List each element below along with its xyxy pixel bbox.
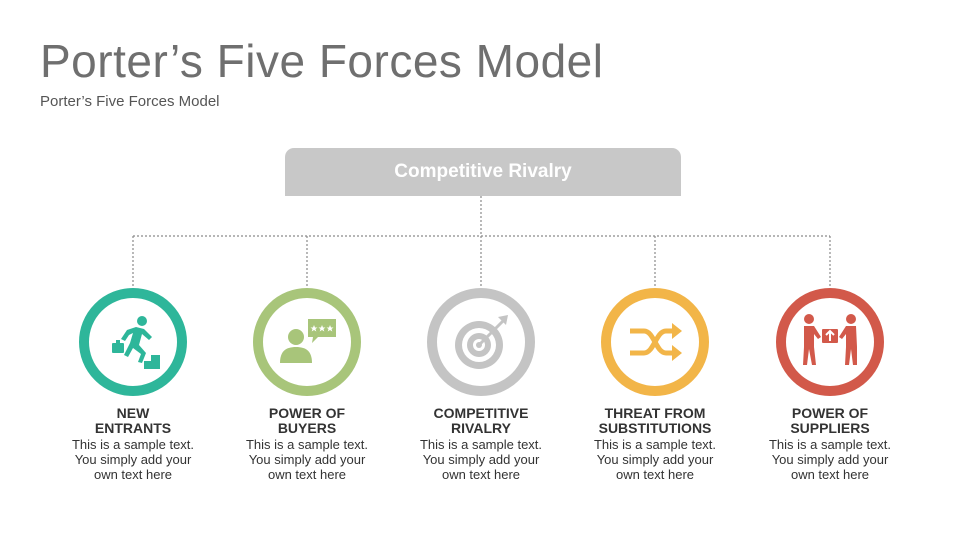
force-desc-line2: You simply add your (771, 452, 889, 467)
force-competitive-rivalry: COMPETITIVE RIVALRY This is a sample tex… (406, 288, 556, 482)
force-label: NEW ENTRANTS (58, 406, 208, 436)
force-desc-line3: own text here (615, 467, 695, 482)
force-power-of-buyers: POWER OF BUYERS This is a sample text. Y… (232, 288, 382, 482)
force-desc-line2: You simply add your (422, 452, 540, 467)
force-label: COMPETITIVE RIVALRY (406, 406, 556, 436)
buyer-review-icon (280, 319, 336, 363)
competitive-rivalry-header: Competitive Rivalry (285, 148, 681, 196)
force-label-line1: NEW (116, 405, 150, 421)
force-desc-line1: This is a sample text. (768, 437, 892, 452)
force-power-of-suppliers: POWER OF SUPPLIERS This is a sample text… (755, 288, 905, 482)
force-label-line2: BUYERS (277, 420, 337, 436)
force-circle (776, 288, 884, 396)
force-desc-line3: own text here (267, 467, 347, 482)
force-desc-line1: This is a sample text. (419, 437, 543, 452)
force-desc-line1: This is a sample text. (593, 437, 717, 452)
page-title: Porter’s Five Forces Model (40, 35, 604, 87)
force-desc-line1: This is a sample text. (71, 437, 195, 452)
force-label-line1: COMPETITIVE (433, 405, 529, 421)
force-description: This is a sample text. You simply add yo… (580, 437, 730, 482)
shuffle-icon (630, 323, 682, 361)
force-label: POWER OF SUPPLIERS (755, 406, 905, 436)
force-description: This is a sample text. You simply add yo… (58, 437, 208, 482)
target-icon (455, 315, 508, 369)
force-desc-line2: You simply add your (596, 452, 714, 467)
force-desc-line2: You simply add your (248, 452, 366, 467)
competitive-rivalry-label: Competitive Rivalry (394, 161, 572, 182)
package-handover-icon (803, 314, 857, 365)
force-label-line1: THREAT FROM (604, 405, 706, 421)
force-desc-line2: You simply add your (74, 452, 192, 467)
force-circle (79, 288, 187, 396)
force-label-line2: SUPPLIERS (790, 420, 870, 436)
force-desc-line3: own text here (441, 467, 521, 482)
force-label-line1: POWER OF (268, 405, 346, 421)
force-desc-line3: own text here (790, 467, 870, 482)
force-label: THREAT FROM SUBSTITUTIONS (580, 406, 730, 436)
force-circle (253, 288, 361, 396)
force-label-line1: POWER OF (791, 405, 869, 421)
force-description: This is a sample text. You simply add yo… (755, 437, 905, 482)
force-desc-line1: This is a sample text. (245, 437, 369, 452)
force-new-entrants: NEW ENTRANTS This is a sample text. You … (58, 288, 208, 482)
force-label-line2: ENTRANTS (94, 420, 172, 436)
force-label: POWER OF BUYERS (232, 406, 382, 436)
force-label-line2: RIVALRY (451, 420, 511, 436)
force-desc-line3: own text here (93, 467, 173, 482)
page-subtitle: Porter’s Five Forces Model (40, 93, 220, 110)
force-circle (601, 288, 709, 396)
running-up-stairs-icon (112, 316, 160, 369)
force-circle (427, 288, 535, 396)
force-threat-from-substitutions: THREAT FROM SUBSTITUTIONS This is a samp… (580, 288, 730, 482)
force-description: This is a sample text. You simply add yo… (232, 437, 382, 482)
force-description: This is a sample text. You simply add yo… (406, 437, 556, 482)
force-label-line2: SUBSTITUTIONS (598, 420, 712, 436)
